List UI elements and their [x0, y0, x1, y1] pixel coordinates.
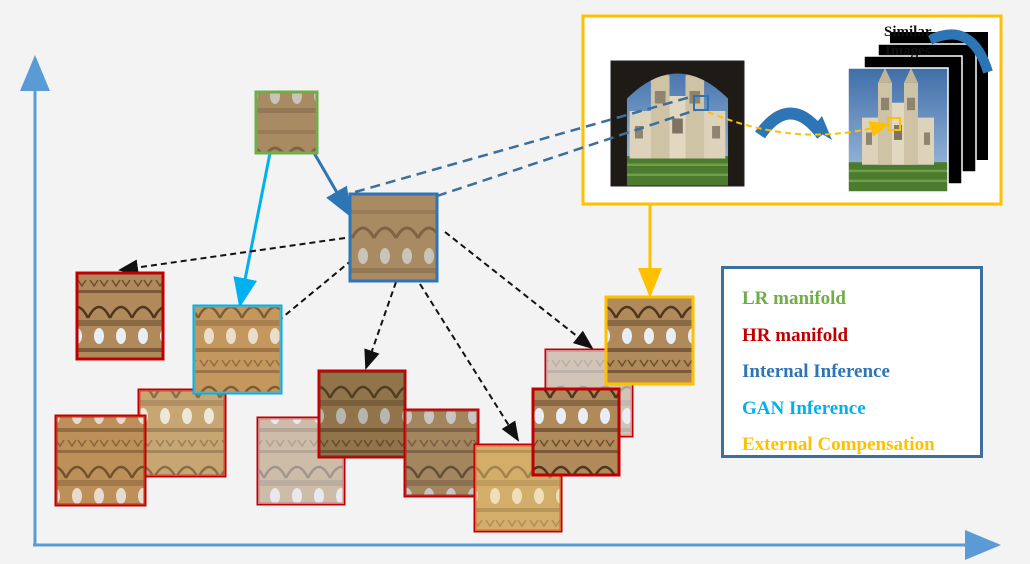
legend: LR manifold HR manifold Internal Inferen… [721, 266, 983, 458]
gan-inference-arrow [233, 152, 272, 308]
similar-images-line2: Images [884, 43, 931, 59]
legend-item-gan-inference: GAN Inference [742, 397, 866, 419]
legend-item-external-compensation: External Compensation [742, 434, 935, 455]
similar-images-line1: Similar [884, 24, 932, 40]
legend-item-lr-manifold: LR manifold [742, 288, 846, 309]
gan-patch [192, 304, 283, 395]
legend-item-hr-manifold: HR manifold [742, 324, 849, 346]
hr-patches [54, 271, 634, 533]
input-photo [610, 60, 745, 187]
external-match-link [707, 111, 890, 137]
lr-patch [254, 90, 319, 155]
external-patch [604, 295, 695, 386]
similar-images-stack [847, 29, 993, 193]
similar-images-label: Similar Images [884, 23, 932, 61]
projection-line-bottom [436, 108, 697, 198]
internal-patch [348, 192, 439, 283]
projection-line-top [354, 94, 695, 194]
hr-inference-arrows [118, 231, 594, 442]
legend-item-internal-inference: Internal Inference [742, 361, 890, 382]
